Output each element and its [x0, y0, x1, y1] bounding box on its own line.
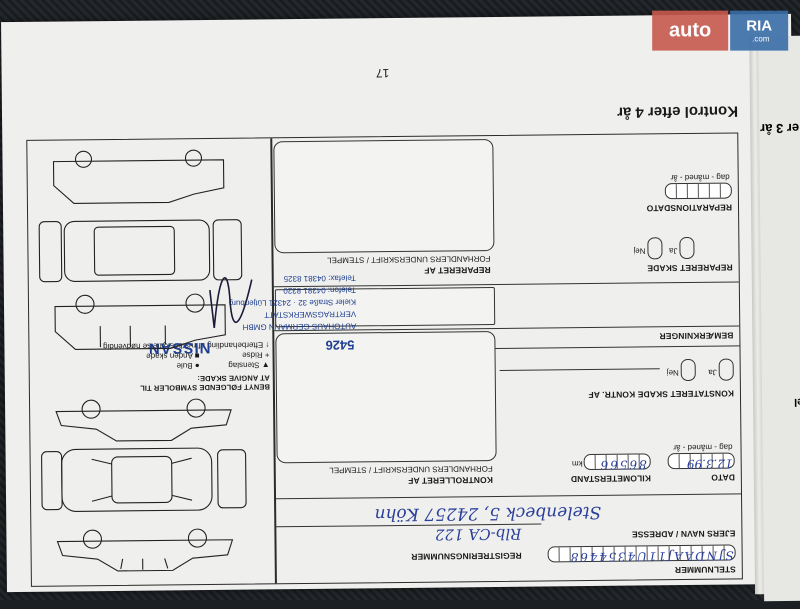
- controlled-by-label: KONTROLLERET AF: [408, 475, 493, 486]
- date-label: DATO: [711, 472, 735, 483]
- watermark-brand: auto: [652, 10, 729, 51]
- repaired-by-label: REPARERET AF: [424, 265, 491, 276]
- repaired-yes-label: Ja: [668, 246, 678, 256]
- repaired-damage-label: REPARERET SKADE: [647, 262, 733, 274]
- stamp-line2: VERTRAGSWERKSTATT: [264, 309, 357, 320]
- stamp-code: 5426: [325, 337, 355, 353]
- watermark: auto RIA .com: [652, 10, 792, 51]
- dealer-stamp: NISSAN 5426 AUTOHAUS GERMANN GMBH VERTRA…: [139, 246, 360, 360]
- repair-date-label: REPARATIONSDATO: [646, 202, 733, 214]
- repaired-by-stamp-box[interactable]: [273, 139, 495, 254]
- remarks-label: BEMÆRKNINGER: [659, 330, 734, 342]
- van-drawings: [38, 149, 243, 350]
- sedan-drawings: [41, 398, 247, 572]
- chassis-label: STELNUMMER: [674, 564, 736, 576]
- adjacent-page-fragment: el: [793, 395, 800, 408]
- adjacent-page: er 3 år el: [758, 35, 800, 602]
- repaired-no-checkbox[interactable]: [647, 237, 663, 260]
- registration-label: REGISTRERINGSNUMMER: [411, 550, 522, 562]
- damage-yes-label: Ja: [708, 367, 717, 377]
- damage-no-label: Nej: [666, 368, 679, 378]
- damage-label: KONSTATERET SKADE KONTR. AF: [588, 388, 735, 401]
- vehicle-damage-diagram[interactable]: [33, 145, 253, 582]
- km-handwritten: 86566: [598, 457, 647, 472]
- owner-handwritten: Stelenbeck 5, 24257 Köhn: [374, 501, 602, 525]
- damage-yes-checkbox[interactable]: [718, 358, 734, 381]
- stamp-line5: Telefax: 04381 8325: [283, 273, 356, 284]
- km-label: KILOMETERSTAND: [570, 473, 651, 485]
- watermark-badge: RIA: [730, 10, 789, 51]
- repair-date-cells: [664, 182, 732, 200]
- adjacent-page-title: er 3 år: [760, 120, 800, 137]
- stamp-line4: Telefon: 04381 8320: [283, 285, 356, 296]
- km-unit: km: [571, 459, 583, 469]
- date-hint: dag - måned - år: [673, 442, 733, 453]
- inspection-page: Kontrol efter 4 år 17 STELNUMMER SJNDAAJ…: [17, 44, 753, 597]
- repaired-yes-checkbox[interactable]: [679, 236, 695, 260]
- chassis-number-handwritten: SJNDAAJ11U4354468: [568, 548, 734, 565]
- registration-number-handwritten: Rlb-CA 122: [434, 524, 522, 544]
- dealer-signature: [209, 277, 253, 329]
- repaired-no-label: Nej: [633, 246, 646, 256]
- controlled-by-sub: FORHANDLERS UNDERSKRIFT / STEMPEL: [329, 464, 493, 475]
- page-number: 17: [375, 66, 390, 81]
- owner-label: EJERS NAVN / ADRESSE: [631, 528, 736, 540]
- watermark-domain: .com: [752, 34, 770, 44]
- stone-chip-symbol: ▼: [261, 360, 270, 370]
- date-handwritten: 12.3.99: [686, 456, 733, 471]
- repair-date-hint: dag - måned - år: [670, 172, 730, 183]
- page-title: Kontrol efter 4 år: [617, 102, 739, 121]
- service-booklet: er 3 år el Kontrol efter 4 år 17 STELNUM…: [1, 10, 800, 602]
- damage-no-checkbox[interactable]: [680, 358, 696, 382]
